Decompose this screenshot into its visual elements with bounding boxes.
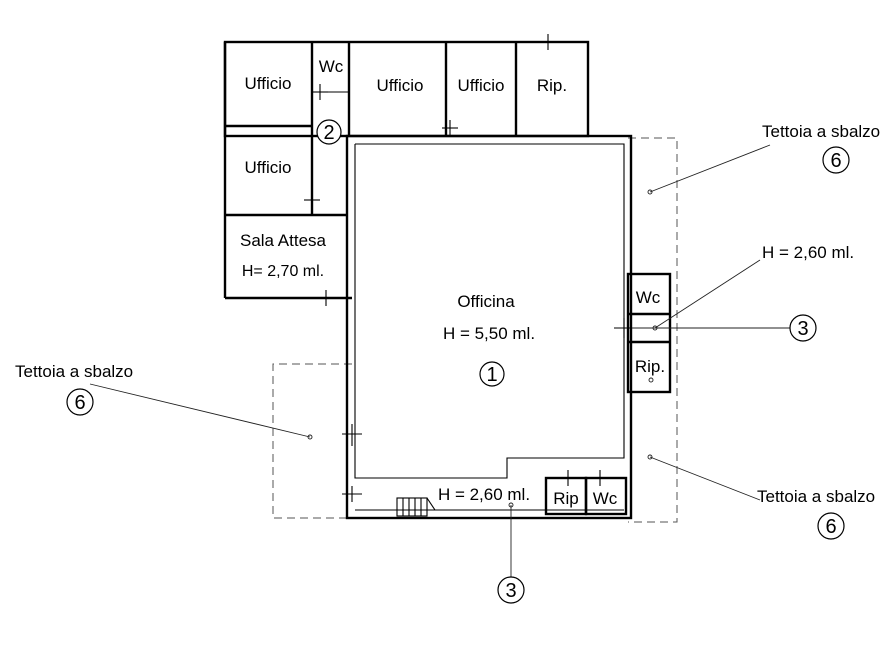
annotation-tettoia-left: Tettoia a sbalzo <box>15 362 133 381</box>
room-height-bottom: H = 2,60 ml. <box>438 485 530 504</box>
room-height-sala-attesa: H= 2,70 ml. <box>242 263 324 280</box>
marker-1-label: 1 <box>486 364 497 386</box>
room-height-officina: H = 5,50 ml. <box>443 324 535 343</box>
annotation-height-right: H = 2,60 ml. <box>762 243 854 262</box>
room-label-sala-attesa: Sala Attesa <box>240 231 327 250</box>
room-label-rip-right: Rip. <box>635 357 665 376</box>
marker-6-left: 6 <box>66 388 94 416</box>
door-marks <box>304 34 634 502</box>
marker-6-top-right: 6 <box>822 146 850 174</box>
marker-3-right: 3 <box>789 314 817 342</box>
room-label-wc-top: Wc <box>319 57 344 76</box>
annotation-tettoia-bottom-right: Tettoia a sbalzo <box>757 487 875 506</box>
marker-6-bottom-right: 6 <box>817 512 845 540</box>
workshop-walls <box>345 134 672 520</box>
marker-2: 2 <box>316 119 342 145</box>
marker-3-right-label: 3 <box>797 318 808 340</box>
marker-6-bottom-right-label: 6 <box>825 516 836 538</box>
room-label-rip-bottom: Rip <box>553 489 579 508</box>
room-label-ufficio-1: Ufficio <box>245 74 292 93</box>
room-label-wc-bottom: Wc <box>593 489 618 508</box>
marker-1: 1 <box>479 361 505 387</box>
room-label-ufficio-2: Ufficio <box>377 76 424 95</box>
marker-2-label: 2 <box>323 122 334 144</box>
canopy-outlines <box>272 137 678 523</box>
room-label-rip-top: Rip. <box>537 76 567 95</box>
leader-lines <box>89 144 790 578</box>
room-label-ufficio-3: Ufficio <box>458 76 505 95</box>
room-label-wc-right: Wc <box>636 288 661 307</box>
marker-3-bottom-label: 3 <box>505 580 516 602</box>
marker-3-bottom: 3 <box>497 576 525 604</box>
room-label-officina: Officina <box>457 292 515 311</box>
marker-6-top-right-label: 6 <box>830 150 841 172</box>
room-label-ufficio-4: Ufficio <box>245 158 292 177</box>
stair-symbol <box>396 497 436 517</box>
marker-6-left-label: 6 <box>74 392 85 414</box>
annotation-tettoia-top-right: Tettoia a sbalzo <box>762 122 880 141</box>
